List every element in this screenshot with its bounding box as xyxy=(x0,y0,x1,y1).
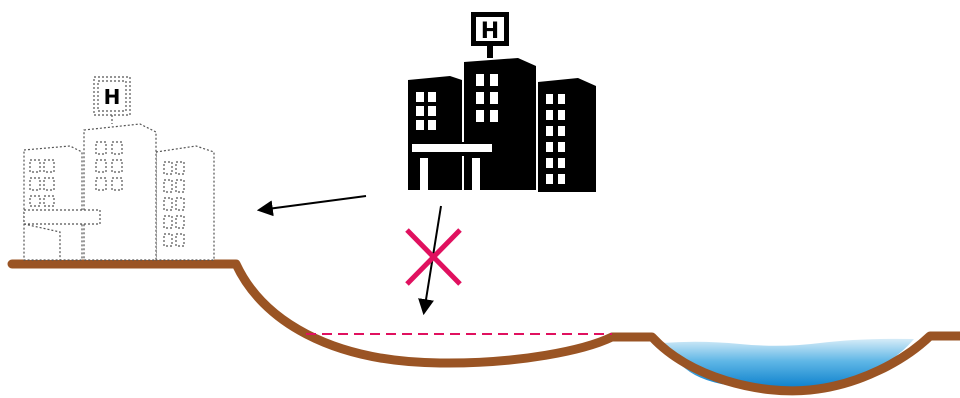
water-basin xyxy=(662,338,914,389)
ground-line xyxy=(7,259,960,396)
arrow-left-icon xyxy=(256,195,367,217)
relocated-hospital-sign-letter: H xyxy=(104,85,121,109)
current-hospital-sign-letter: H xyxy=(481,19,499,44)
hospital-outline-icon xyxy=(23,76,215,261)
cross-mark-icon xyxy=(405,228,462,286)
hospital-building-icon xyxy=(408,12,596,192)
